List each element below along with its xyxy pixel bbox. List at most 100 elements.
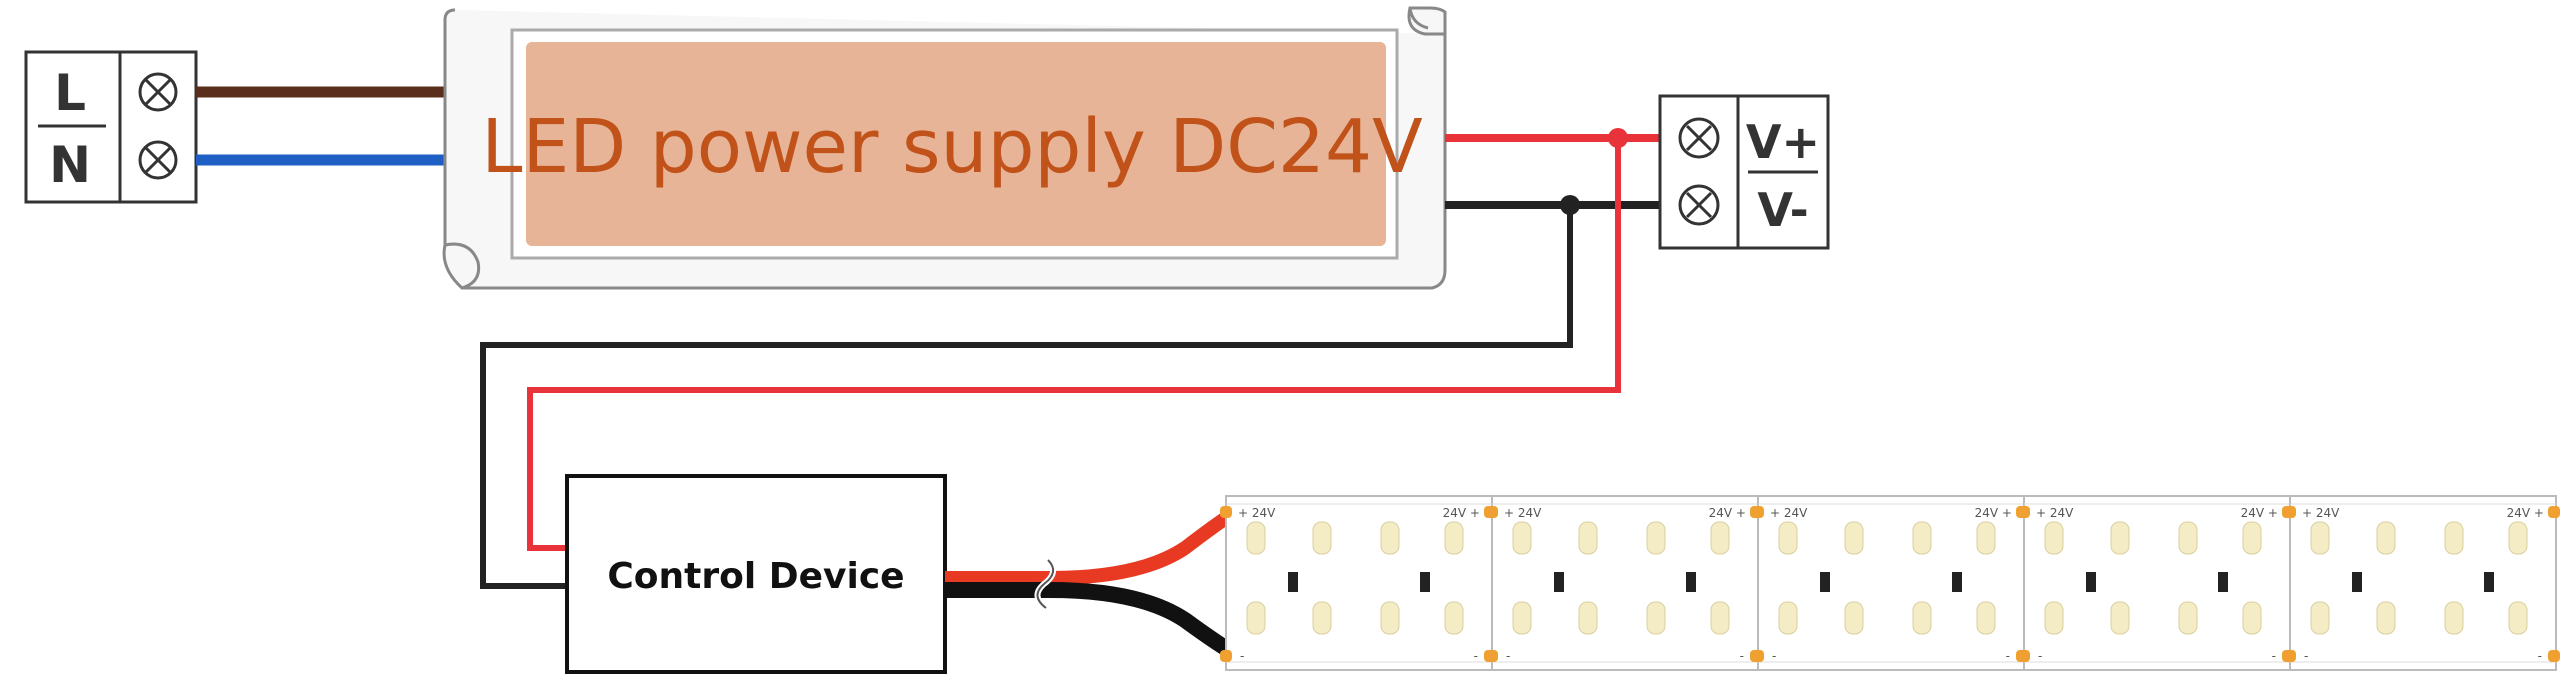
dc-terminal-block: V+ V- <box>1658 94 1830 250</box>
solder-pad <box>2284 506 2296 518</box>
resistor <box>1820 572 1830 592</box>
led-chip <box>1312 521 1332 555</box>
led-chip <box>2508 601 2528 635</box>
voltage-label: 24V + <box>2507 506 2544 520</box>
led-chip <box>1246 601 1266 635</box>
solder-pad <box>1486 506 1498 518</box>
led-chip <box>1710 521 1730 555</box>
minus-label: - <box>2006 649 2010 663</box>
voltage-label: + 24V <box>1504 506 1542 520</box>
led-chip <box>2044 601 2064 635</box>
led-chip <box>1512 601 1532 635</box>
psu-label-panel <box>526 42 1386 246</box>
control-device: Control Device <box>565 474 947 674</box>
minus-label: - <box>2304 649 2308 663</box>
led-chip <box>2110 601 2130 635</box>
terminal-label-l: L <box>54 64 86 122</box>
solder-pad <box>2548 506 2560 518</box>
led-chip <box>1778 521 1798 555</box>
resistor <box>1288 572 1298 592</box>
led-chip <box>2110 521 2130 555</box>
solder-pad <box>2018 506 2030 518</box>
solder-pad <box>1752 506 1764 518</box>
voltage-label: + 24V <box>1770 506 1808 520</box>
led-chip <box>1646 521 1666 555</box>
solder-pad <box>1752 650 1764 662</box>
terminal-label-n: N <box>49 136 91 194</box>
led-chip <box>2242 601 2262 635</box>
led-chip <box>1512 521 1532 555</box>
solder-pad <box>2284 650 2296 662</box>
minus-label: - <box>1772 649 1776 663</box>
resistor <box>2086 572 2096 592</box>
led-chip <box>2444 601 2464 635</box>
voltage-label: 24V + <box>1975 506 2012 520</box>
voltage-label: 24V + <box>1443 506 1480 520</box>
resistor <box>2484 572 2494 592</box>
led-chip <box>2178 521 2198 555</box>
ac-terminal-block: L N <box>24 50 198 204</box>
led-chip <box>1380 601 1400 635</box>
resistor <box>1420 572 1430 592</box>
strip-segment: + 24V 24V + - - <box>2018 495 2294 671</box>
led-chip <box>1444 601 1464 635</box>
strip-segment: + 24V 24V + - - <box>2284 495 2560 671</box>
led-chip <box>1578 601 1598 635</box>
led-chip <box>2376 601 2396 635</box>
led-chip <box>2310 601 2330 635</box>
led-chip <box>1578 521 1598 555</box>
voltage-label: 24V + <box>1709 506 1746 520</box>
led-chip <box>1380 521 1400 555</box>
screw-icon <box>138 140 178 180</box>
strip-segment: + 24V 24V + - - <box>1220 495 1496 671</box>
resistor <box>1554 572 1564 592</box>
power-supply: LED power supply DC24V <box>442 6 1447 290</box>
minus-label: - <box>1506 649 1510 663</box>
screw-icon <box>138 72 178 112</box>
solder-pad <box>1220 650 1232 662</box>
voltage-label: 24V + <box>2241 506 2278 520</box>
led-chip <box>1312 601 1332 635</box>
resistor <box>2218 572 2228 592</box>
strip-segment: + 24V 24V + - - <box>1752 495 2028 671</box>
minus-label: - <box>2538 649 2542 663</box>
led-chip <box>1710 601 1730 635</box>
voltage-label: + 24V <box>2036 506 2074 520</box>
voltage-label: + 24V <box>2302 506 2340 520</box>
led-chip <box>2242 521 2262 555</box>
terminal-label-vplus: V+ <box>1746 115 1820 169</box>
led-chip <box>1444 521 1464 555</box>
led-chip <box>1844 521 1864 555</box>
led-chip <box>1912 601 1932 635</box>
solder-pad <box>1220 506 1232 518</box>
led-chip <box>1976 521 1996 555</box>
control-device-label: Control Device <box>607 556 904 597</box>
psu-label: LED power supply DC24V <box>481 104 1423 190</box>
minus-label: - <box>1474 649 1478 663</box>
solder-pad <box>2548 650 2560 662</box>
solder-pad <box>1486 650 1498 662</box>
output-cable <box>945 508 1237 659</box>
led-chip <box>2444 521 2464 555</box>
resistor <box>1686 572 1696 592</box>
minus-label: - <box>2038 649 2042 663</box>
led-chip <box>1844 601 1864 635</box>
strip-segment: + 24V 24V + - - <box>1486 495 1762 671</box>
led-chip <box>2310 521 2330 555</box>
terminal-label-vminus: V- <box>1757 183 1808 237</box>
led-chip <box>1778 601 1798 635</box>
minus-label: - <box>2272 649 2276 663</box>
minus-label: - <box>1240 649 1244 663</box>
led-chip <box>2044 521 2064 555</box>
led-chip <box>1246 521 1266 555</box>
solder-pad <box>2018 650 2030 662</box>
voltage-label: + 24V <box>1238 506 1276 520</box>
led-chip <box>1646 601 1666 635</box>
red-control-wire <box>527 138 1621 551</box>
led-chip <box>2178 601 2198 635</box>
resistor <box>1952 572 1962 592</box>
led-chip <box>2376 521 2396 555</box>
minus-label: - <box>1740 649 1744 663</box>
